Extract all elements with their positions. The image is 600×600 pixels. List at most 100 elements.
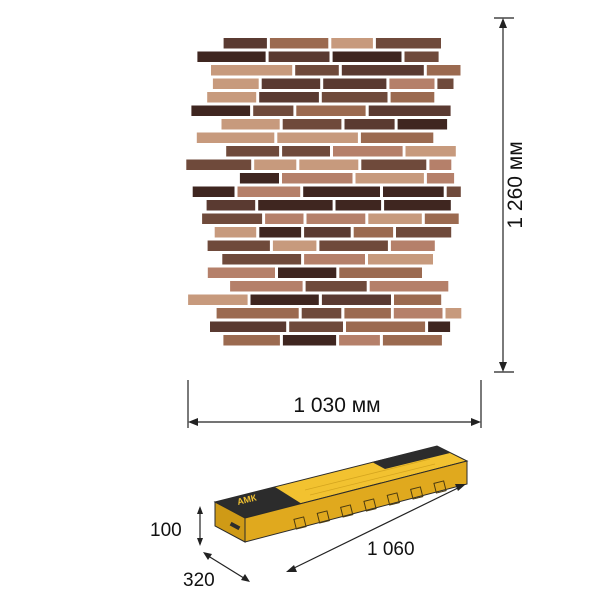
brick <box>196 132 275 143</box>
brick <box>394 294 442 305</box>
brick <box>272 240 317 251</box>
brick <box>390 240 435 251</box>
box-top-far-label <box>372 446 450 469</box>
package-height-label: 100 <box>150 520 182 541</box>
brick <box>259 92 319 103</box>
brick <box>237 186 301 197</box>
width-label: 1 030 мм <box>293 394 380 417</box>
brick <box>390 92 435 103</box>
brick <box>192 186 235 197</box>
brick <box>207 92 257 103</box>
brick <box>332 51 402 62</box>
brick <box>375 38 441 49</box>
brick <box>222 254 302 265</box>
brick <box>368 254 433 265</box>
width-dimension: 1 030 мм <box>187 380 482 428</box>
package-length-label: 1 060 <box>367 539 415 560</box>
brick <box>396 227 452 238</box>
brick <box>226 146 280 157</box>
brick <box>197 51 266 62</box>
package-depth-dimension: 320 <box>183 552 250 591</box>
brick <box>295 65 339 76</box>
brick <box>211 65 293 76</box>
brick <box>369 281 449 292</box>
brick <box>321 92 388 103</box>
brick <box>306 213 366 224</box>
brick <box>207 267 275 278</box>
brick <box>202 213 263 224</box>
brick <box>405 146 456 157</box>
brick <box>188 294 248 305</box>
brick <box>383 186 444 197</box>
brick <box>261 78 321 89</box>
brick <box>253 105 294 116</box>
brick <box>212 78 259 89</box>
brick <box>445 308 462 319</box>
brand-logo: АМК <box>236 492 258 507</box>
brick <box>393 308 443 319</box>
brick <box>323 78 387 89</box>
box-top-end-label <box>215 487 302 518</box>
box-pictogram-icon <box>410 486 424 500</box>
brick <box>426 173 455 184</box>
box-pictogram-icon <box>293 516 307 530</box>
brick-panel <box>186 38 462 346</box>
brick <box>321 294 391 305</box>
brick <box>289 321 343 332</box>
brick <box>446 186 461 197</box>
arrow-up-icon <box>499 18 507 28</box>
brick <box>333 146 403 157</box>
brick <box>191 105 251 116</box>
arrow-left-icon <box>203 552 212 560</box>
brick <box>265 213 304 224</box>
arrow-left-icon <box>286 565 297 572</box>
brick <box>303 186 380 197</box>
brick <box>223 38 267 49</box>
brick <box>397 119 448 130</box>
brick <box>230 281 303 292</box>
brick <box>353 227 394 238</box>
arrow-down-icon <box>499 362 507 372</box>
box-pictogram-icon <box>386 492 400 506</box>
brick <box>305 281 367 292</box>
brick <box>360 132 434 143</box>
height-label: 1 260 мм <box>504 141 527 228</box>
brick <box>278 267 337 278</box>
arrow-right-icon <box>471 418 481 426</box>
brick <box>282 146 330 157</box>
brick <box>207 240 270 251</box>
brick <box>368 105 451 116</box>
brick <box>282 335 337 346</box>
box-end-mark <box>229 521 241 531</box>
brick <box>339 335 380 346</box>
brick <box>389 78 435 89</box>
brick <box>277 132 358 143</box>
brick <box>368 213 422 224</box>
package-depth-label: 320 <box>183 570 215 591</box>
box-end-face <box>214 501 246 543</box>
arrow-left-icon <box>188 418 198 426</box>
brick <box>299 159 359 170</box>
brick <box>426 65 461 76</box>
brick <box>339 267 422 278</box>
brick <box>304 227 351 238</box>
brick <box>223 335 280 346</box>
brick <box>296 105 366 116</box>
brick <box>258 200 333 211</box>
arrow-right-icon <box>241 574 250 582</box>
brick <box>335 200 382 211</box>
brick <box>361 159 427 170</box>
brick <box>304 254 365 265</box>
height-dimension: 1 260 мм <box>494 17 527 373</box>
brick <box>186 159 252 170</box>
brick <box>384 200 451 211</box>
package-length-dimension: 1 060 <box>286 484 466 572</box>
brick <box>250 294 319 305</box>
brick <box>341 65 424 76</box>
package-height-dimension: 100 <box>150 506 203 546</box>
box-pictogram-icon <box>316 510 330 524</box>
brick <box>268 51 330 62</box>
brick <box>301 308 342 319</box>
arrow-right-icon <box>455 484 466 491</box>
